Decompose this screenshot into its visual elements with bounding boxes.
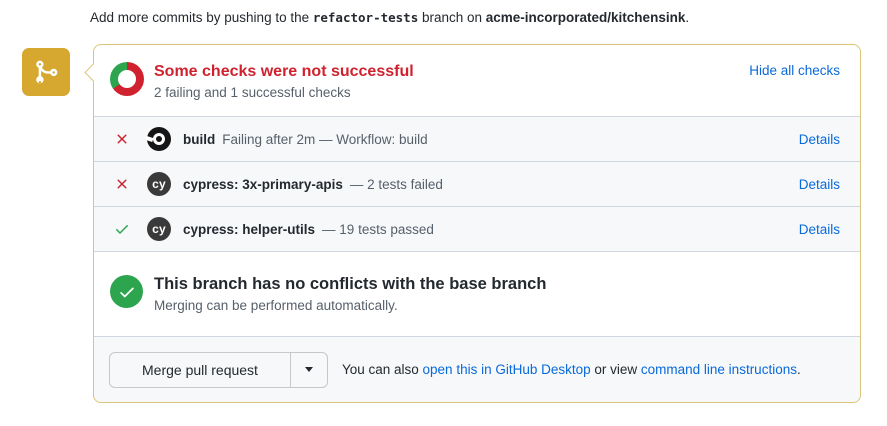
cypress-icon: cy bbox=[147, 172, 171, 196]
check-description: Failing after 2m — Workflow: build bbox=[222, 131, 428, 147]
footer-text-prefix: You can also bbox=[341, 362, 423, 377]
check-name: build bbox=[183, 131, 216, 147]
footer-text-middle: or view bbox=[590, 362, 641, 377]
check-row-build: build Failing after 2m — Workflow: build… bbox=[94, 117, 860, 162]
footer-text-suffix: . bbox=[796, 362, 801, 377]
checks-summary-subtitle: 2 failing and 1 successful checks bbox=[154, 85, 351, 100]
command-line-instructions-link[interactable]: command line instructions bbox=[640, 362, 797, 377]
mergeability-subtitle: Merging can be performed automatically. bbox=[154, 298, 398, 313]
checks-summary-header: Some checks were not successful 2 failin… bbox=[94, 45, 860, 117]
details-link-build[interactable]: Details bbox=[798, 131, 840, 147]
note-suffix: . bbox=[685, 10, 690, 25]
merge-footer: Merge pull request You can also open thi… bbox=[94, 336, 860, 402]
check-icon bbox=[114, 221, 130, 237]
x-icon bbox=[114, 131, 130, 147]
checks-summary-title: Some checks were not successful bbox=[154, 63, 414, 80]
check-name: cypress: helper-utils bbox=[183, 221, 316, 237]
hide-all-checks-link[interactable]: Hide all checks bbox=[749, 63, 840, 78]
mergeability-section: This branch has no conflicts with the ba… bbox=[94, 252, 860, 336]
mergeability-title: This branch has no conflicts with the ba… bbox=[154, 275, 547, 293]
x-icon bbox=[114, 176, 130, 192]
details-link-cypress-primary-apis[interactable]: Details bbox=[798, 176, 840, 192]
merge-button-group: Merge pull request bbox=[109, 351, 328, 388]
no-conflicts-check-icon bbox=[110, 275, 143, 308]
circleci-icon bbox=[145, 127, 171, 151]
check-row-cypress-helper-utils: cy cypress: helper-utils — 19 tests pass… bbox=[94, 207, 860, 252]
check-description: — 2 tests failed bbox=[349, 176, 443, 192]
branch-name: refactor-tests bbox=[312, 10, 419, 25]
merge-status-box: Some checks were not successful 2 failin… bbox=[93, 44, 861, 403]
github-desktop-link[interactable]: open this in GitHub Desktop bbox=[422, 362, 591, 377]
git-merge-badge bbox=[22, 48, 70, 96]
check-name: cypress: 3x-primary-apis bbox=[183, 176, 343, 192]
details-link-cypress-helper-utils[interactable]: Details bbox=[798, 221, 840, 237]
chevron-down-icon bbox=[304, 367, 313, 372]
repo-name: acme-incorporated/kitchensink bbox=[485, 10, 686, 25]
cypress-icon: cy bbox=[147, 217, 171, 241]
check-description: — 19 tests passed bbox=[322, 221, 434, 237]
checks-donut-icon bbox=[110, 62, 144, 96]
merge-options-dropdown-button[interactable] bbox=[290, 351, 328, 388]
note-middle: branch on bbox=[418, 10, 486, 25]
note-prefix: Add more commits by pushing to the bbox=[90, 10, 313, 25]
check-row-cypress-primary-apis: cy cypress: 3x-primary-apis — 2 tests fa… bbox=[94, 162, 860, 207]
merge-pull-request-button[interactable]: Merge pull request bbox=[109, 351, 291, 388]
git-merge-icon bbox=[33, 59, 59, 85]
push-commits-note: Add more commits by pushing to the refac… bbox=[90, 10, 689, 25]
alternative-merge-options-text: You can also open this in GitHub Desktop… bbox=[342, 362, 801, 377]
